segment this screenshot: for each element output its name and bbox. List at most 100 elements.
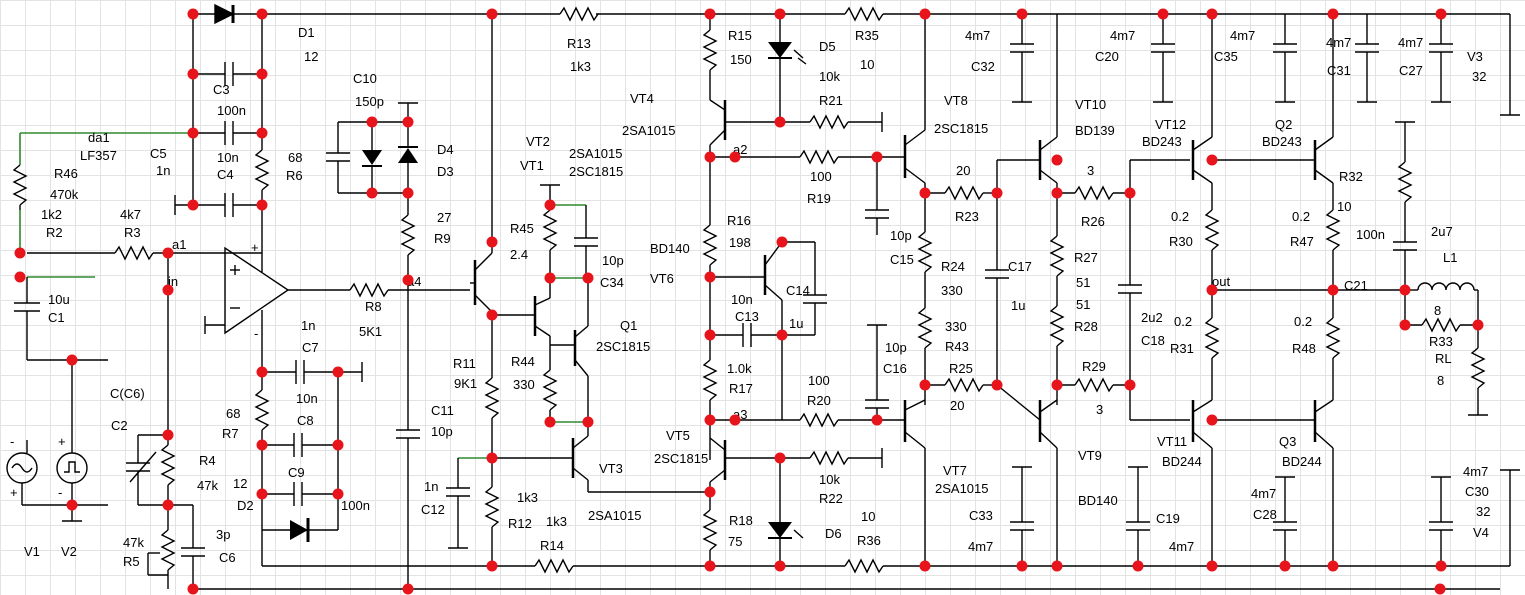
- component-label: 100: [808, 373, 830, 388]
- junction-dot: [1327, 560, 1339, 572]
- component-label: 12: [304, 49, 318, 64]
- component-label: C27: [1399, 63, 1423, 78]
- component-label: D4: [437, 142, 454, 157]
- component-label: C8: [297, 413, 314, 428]
- component-label: R20: [807, 393, 831, 408]
- component-label: R17: [729, 381, 753, 396]
- component-label: C21: [1344, 278, 1368, 293]
- junction-dot: [582, 416, 594, 428]
- junction-dot: [14, 271, 26, 283]
- component-label: Q1: [620, 318, 637, 333]
- component-label: C30: [1465, 484, 1489, 499]
- junction-dot: [256, 8, 268, 20]
- component-label: BD244: [1162, 454, 1202, 469]
- component-label: VT10: [1075, 97, 1106, 112]
- component-label: 330: [945, 319, 967, 334]
- junction-dot: [1206, 154, 1218, 166]
- component-label: R46: [54, 166, 78, 181]
- junction-dot: [486, 8, 498, 20]
- junction-dot: [582, 272, 594, 284]
- component-label: 10p: [885, 340, 907, 355]
- component-label: R16: [727, 213, 751, 228]
- svg-text:+: +: [58, 434, 66, 449]
- component-label: 0.2: [1294, 314, 1312, 329]
- component-label: 4m7: [1326, 35, 1351, 50]
- component-label: 20: [950, 398, 964, 413]
- component-label: D1: [298, 25, 315, 40]
- component-label: R43: [945, 339, 969, 354]
- component-label: 330: [513, 377, 535, 392]
- junction-dot: [704, 414, 716, 426]
- component-label: R48: [1292, 341, 1316, 356]
- component-label: R4: [199, 453, 216, 468]
- component-label: VT9: [1078, 448, 1102, 463]
- component-label: 150p: [355, 94, 384, 109]
- component-label: 1u: [789, 316, 803, 331]
- component-label: R19: [807, 191, 831, 206]
- junction-dot: [486, 452, 498, 464]
- component-label: out: [1212, 274, 1230, 289]
- component-label: R21: [819, 93, 843, 108]
- component-label: VT2: [526, 134, 550, 149]
- junction-dot: [774, 560, 786, 572]
- junction-dot: [187, 199, 199, 211]
- component-label: R26: [1081, 214, 1105, 229]
- component-label: R8: [365, 299, 382, 314]
- junction-dot: [256, 439, 268, 451]
- junction-dot: [486, 560, 498, 572]
- component-label: 4m7: [968, 539, 993, 554]
- junction-dot: [162, 284, 174, 296]
- component-label: VT6: [650, 271, 674, 286]
- component-label: C31: [1327, 63, 1351, 78]
- component-label: 2SC1815: [654, 451, 708, 466]
- component-label: 4m7: [1169, 539, 1194, 554]
- component-label: 10: [861, 509, 875, 524]
- component-label: R24: [941, 259, 965, 274]
- component-label: R30: [1169, 234, 1193, 249]
- component-label: V1: [24, 544, 40, 559]
- component-label: 51: [1076, 275, 1090, 290]
- junction-dot: [919, 379, 931, 391]
- component-label: C17: [1008, 259, 1032, 274]
- component-label: BD243: [1262, 134, 1302, 149]
- positive-supply-rail: [193, 13, 1520, 116]
- junction-dot: [402, 583, 414, 595]
- component-label: 68: [288, 150, 302, 165]
- junction-dot: [332, 439, 344, 451]
- junction-dot: [256, 488, 268, 500]
- component-label: 1n: [301, 318, 315, 333]
- component-label: 10k: [819, 472, 840, 487]
- component-label: R35: [855, 28, 879, 43]
- junction-dot: [919, 8, 931, 20]
- component-label: C2: [111, 418, 128, 433]
- component-label: R5: [123, 554, 140, 569]
- component-label: R12: [508, 516, 532, 531]
- component-label: 10: [1337, 199, 1351, 214]
- driver-section: [702, 6, 905, 574]
- component-label: R31: [1170, 341, 1194, 356]
- component-label: C(C6): [110, 386, 145, 401]
- component-label: 51: [1076, 297, 1090, 312]
- component-label: C1: [48, 310, 65, 325]
- component-label: BD140: [650, 241, 690, 256]
- component-label: 1k3: [546, 514, 567, 529]
- component-label: R29: [1082, 359, 1106, 374]
- component-label: 1k3: [570, 59, 591, 74]
- junction-dot: [544, 416, 556, 428]
- junction-dot: [704, 486, 716, 498]
- junction-dot: [66, 499, 78, 511]
- junction-dot: [187, 8, 199, 20]
- component-label: C11: [431, 403, 454, 418]
- component-label: 10p: [431, 424, 453, 439]
- component-label: C10: [353, 71, 377, 86]
- component-label: C34: [600, 275, 624, 290]
- component-label: 20: [956, 163, 970, 178]
- component-label: 1u: [1011, 298, 1025, 313]
- component-label: R44: [511, 354, 535, 369]
- junction-dot: [1157, 8, 1169, 20]
- junction-dot: [704, 271, 716, 283]
- component-label: 1n: [156, 163, 170, 178]
- component-label: R14: [540, 538, 564, 553]
- component-label: R11: [453, 356, 476, 371]
- junction-dot: [1399, 284, 1411, 296]
